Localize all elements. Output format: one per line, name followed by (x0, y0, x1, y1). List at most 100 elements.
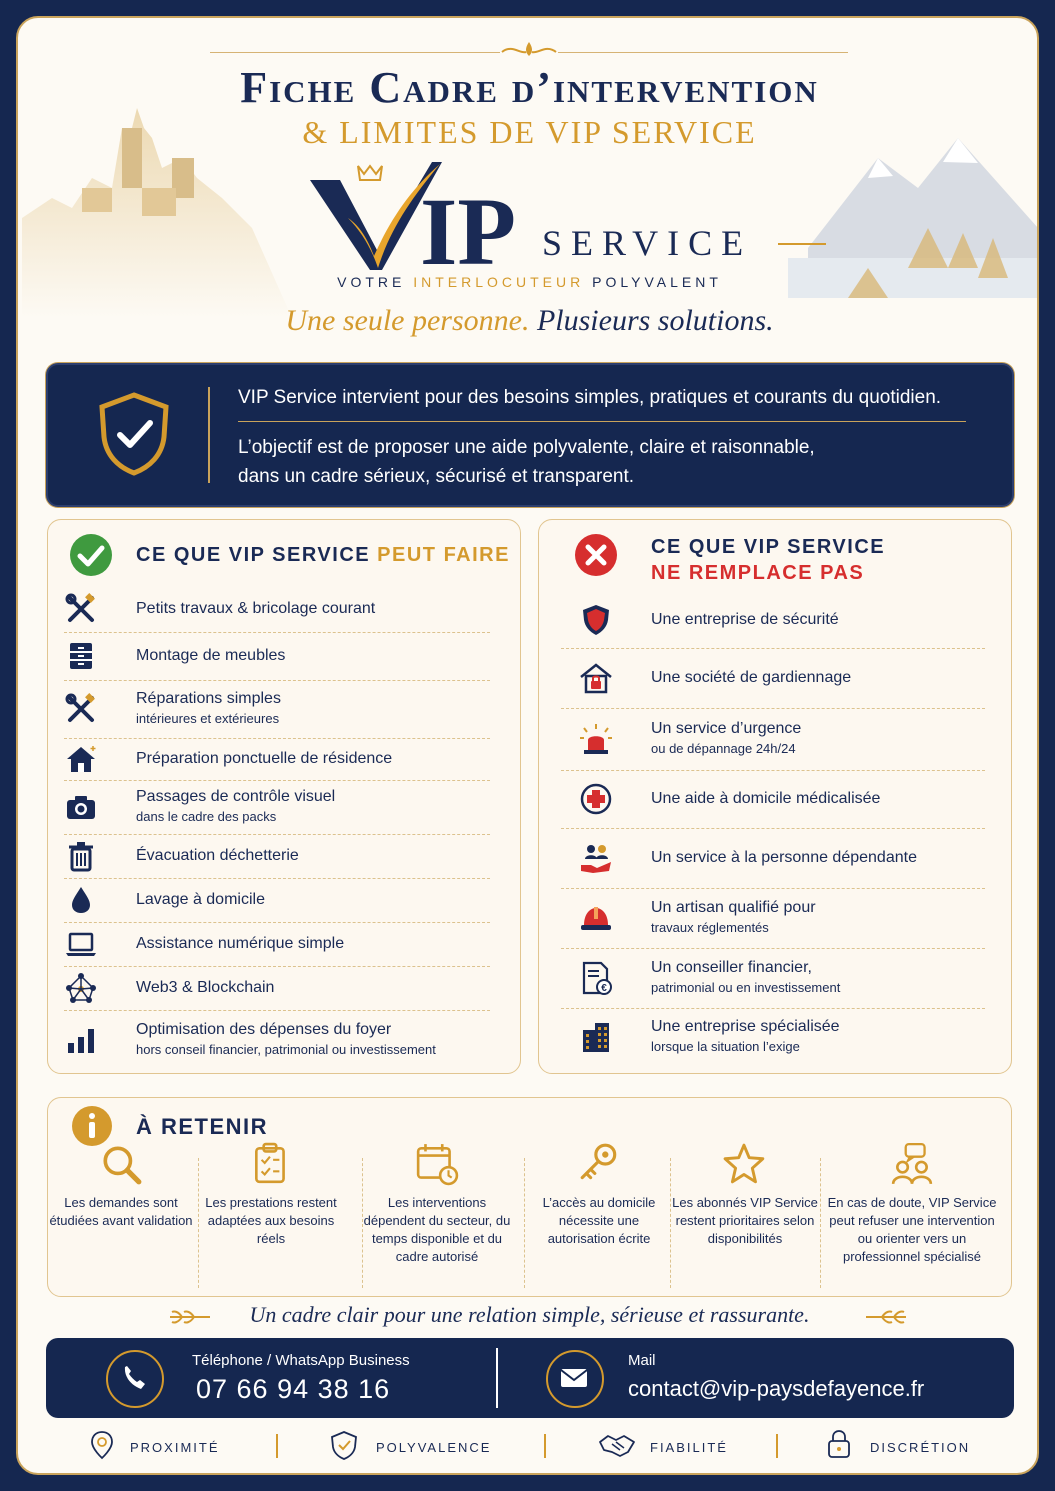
intro-separator (238, 421, 966, 422)
list-item: €Un conseiller financier,patrimonial ou … (561, 948, 985, 1009)
list-item-label: Une entreprise de sécurité (651, 611, 839, 628)
can-do-card: CE QUE VIP SERVICE PEUT FAIRE Petits tra… (47, 519, 521, 1074)
chart-icon (64, 1023, 98, 1057)
list-item: Préparation ponctuelle de résidence (64, 738, 490, 781)
can-do-title: CE QUE VIP SERVICE PEUT FAIRE (136, 544, 510, 566)
column-divider (524, 1158, 525, 1288)
list-item-label: Petits travaux & bricolage courant (136, 600, 376, 617)
footer-value-discretion: DISCRÉTION (870, 1440, 971, 1455)
phone-label: Téléphone / WhatsApp Business (192, 1352, 410, 1369)
furniture-icon (64, 639, 98, 673)
flourish-icon (501, 42, 557, 56)
list-item-text: Lavage à domicile (136, 890, 265, 910)
care-hand-icon (579, 841, 613, 875)
retain-item-text: Les demandes sont étudiées avant validat… (49, 1195, 193, 1228)
finance-document-icon: € (582, 961, 612, 995)
list-item-text: Web3 & Blockchain (136, 978, 274, 998)
list-item: Lavage à domicile (64, 878, 490, 923)
column-divider (820, 1158, 821, 1288)
list-item-label: Préparation ponctuelle de résidence (136, 750, 393, 767)
phone-number-link[interactable]: 07 66 94 38 16 (196, 1374, 391, 1404)
list-item-label: Web3 & Blockchain (136, 979, 275, 996)
medical-cross-icon (579, 782, 613, 816)
building-icon (579, 1020, 613, 1054)
tools-icon (65, 593, 95, 622)
tools-icon (64, 592, 98, 626)
medical-cross-icon (580, 783, 612, 815)
trash-icon (69, 842, 93, 872)
list-item: Web3 & Blockchain (64, 966, 490, 1011)
intro-line-1: VIP Service intervient pour des besoins … (238, 387, 942, 408)
list-item-label: Une aide à domicile médicalisée (651, 790, 881, 807)
list-item-text: Réparations simples intérieures et extéri… (136, 689, 281, 729)
list-item-text: Évacuation déchetterie (136, 846, 299, 866)
contact-divider (496, 1348, 498, 1408)
list-item: Montage de meubles (64, 632, 490, 681)
care-hand-icon (581, 845, 611, 873)
list-item-text: Une aide à domicile médicalisée (651, 789, 880, 809)
shield-check-icon (99, 392, 169, 476)
list-item-text: Petits travaux & bricolage courant (136, 599, 375, 619)
retain-item-text: Les abonnés VIP Service restent priorita… (672, 1195, 818, 1246)
check-circle-icon (70, 534, 112, 576)
list-item-label: Un artisan qualifié pour (651, 899, 816, 916)
motto: Une seule personne. Plusieurs solutions. (285, 304, 774, 337)
ornament-line-right (558, 52, 848, 53)
list-item-label: Passages de contrôle visuel (136, 788, 336, 805)
list-item: Passages de contrôle visuel dans le cadre… (64, 780, 490, 835)
retain-item: Les prestations restent adaptées aux bes… (196, 1142, 346, 1248)
list-item: Une société de gardiennage (561, 648, 985, 709)
list-item-sublabel: dans le cadre des packs (136, 809, 277, 824)
list-item-sublabel: intérieures et extérieures (136, 711, 280, 726)
vip-logo-icon (310, 162, 442, 270)
shield-check-small-icon (331, 1431, 357, 1460)
contact-bar: Téléphone / WhatsApp Business 07 66 94 3… (46, 1338, 1014, 1418)
key-icon (580, 1143, 617, 1180)
list-item-label: Une entreprise spécialisée (651, 1018, 840, 1035)
list-item-label: Réparations simples (136, 690, 281, 707)
intro-divider (208, 387, 210, 483)
list-item-text: Montage de meubles (136, 646, 285, 666)
clipboard-icon (255, 1142, 285, 1184)
footer-divider (544, 1434, 546, 1458)
location-pin-icon (91, 1431, 113, 1460)
network-icon (66, 973, 96, 1003)
finance-document-icon: € (579, 961, 613, 995)
cross-circle-icon (575, 534, 617, 576)
retain-item-text: Les prestations restent adaptées aux bes… (205, 1195, 337, 1246)
logo-ip-text: IP (420, 178, 516, 285)
tools-icon (65, 693, 95, 722)
logo-accent-line (778, 243, 826, 245)
intro-panel: VIP Service intervient pour des besoins … (46, 363, 1014, 507)
retain-item: En cas de doute, VIP Service peut refuse… (826, 1142, 998, 1266)
list-item-text: Un service à la personne dépendante (651, 848, 917, 868)
list-item-sublabel: patrimonial ou en investissement (651, 980, 841, 995)
trash-icon (64, 839, 98, 873)
info-icon (72, 1106, 112, 1146)
network-icon (64, 971, 98, 1005)
retain-card: À RETENIR Les demandes sont étudiées ava… (47, 1097, 1012, 1297)
people-chat-icon (891, 1142, 933, 1185)
envelope-icon (560, 1369, 588, 1387)
column-divider (198, 1158, 199, 1288)
list-item-text: Une société de gardiennage (651, 668, 851, 688)
list-item: Assistance numérique simple (64, 922, 490, 967)
list-item: Réparations simples intérieures et extéri… (64, 680, 490, 739)
chart-icon (68, 1029, 94, 1053)
phone-icon (124, 1366, 145, 1389)
column-divider (670, 1158, 671, 1288)
mail-link[interactable]: contact@vip-paysdefayence.fr (628, 1376, 925, 1401)
mail-label: Mail (628, 1352, 656, 1369)
footer-value-fiabilite: FIABILITÉ (650, 1440, 728, 1455)
tagline: VOTRE INTERLOCUTEUR POLYVALENT (337, 274, 722, 290)
handshake-icon (599, 1435, 635, 1457)
laptop-icon (64, 927, 98, 961)
list-item-label: Assistance numérique simple (136, 935, 345, 952)
ornament-line-left (210, 52, 500, 53)
